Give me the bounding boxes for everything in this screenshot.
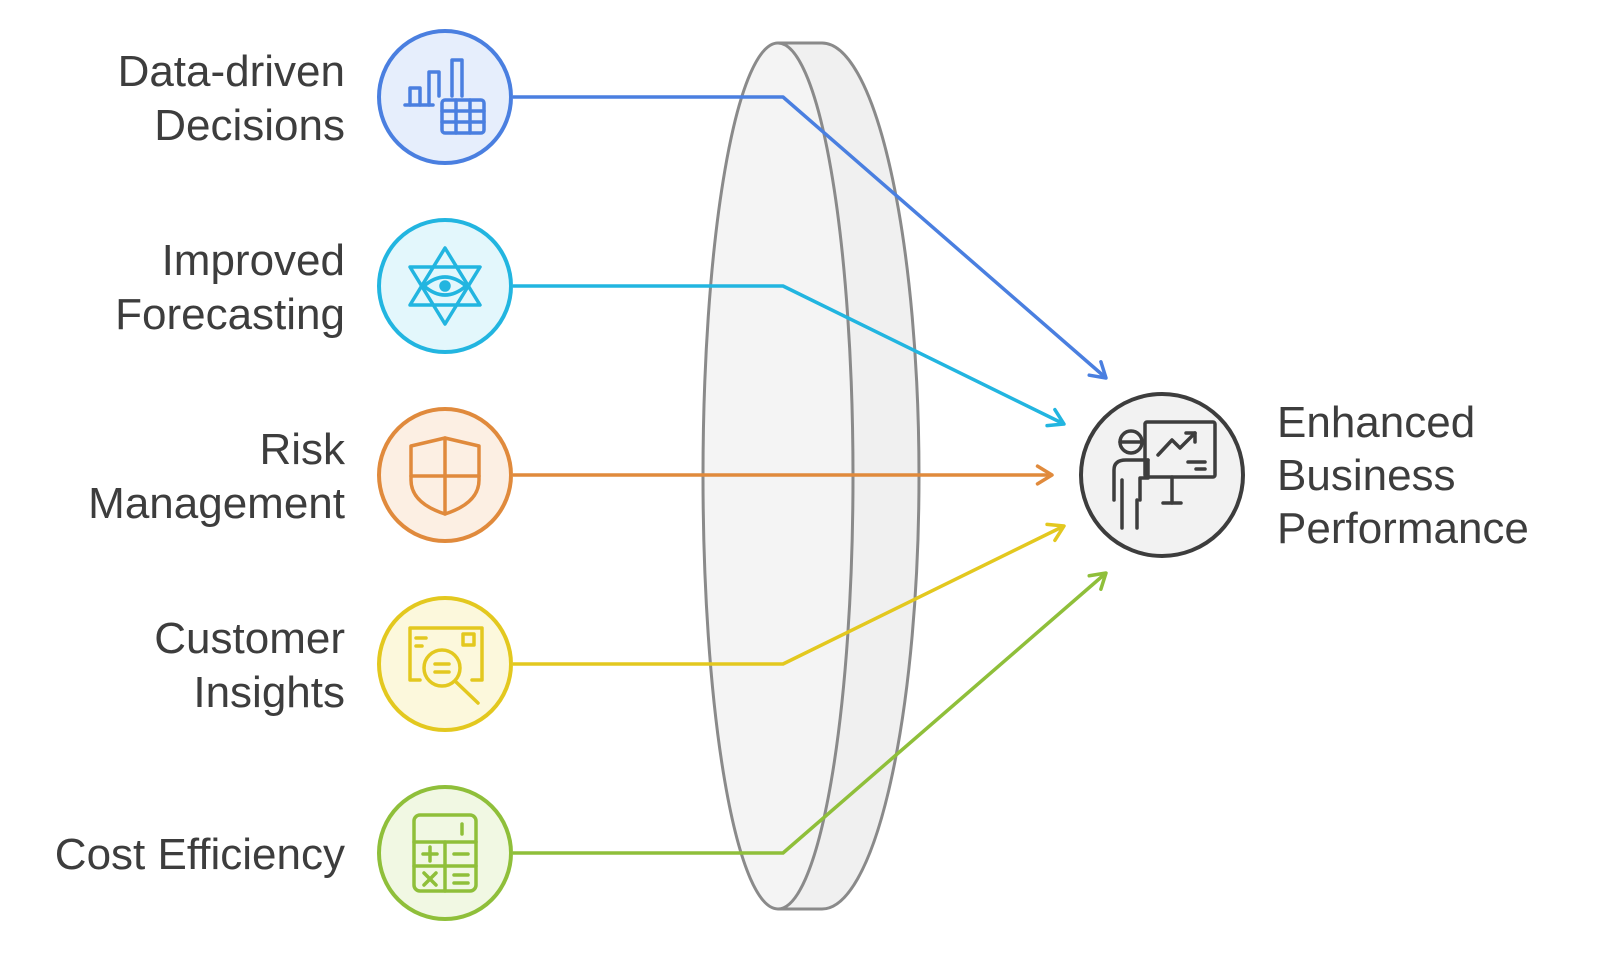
label-line: Insights	[193, 668, 345, 717]
shield-icon	[409, 436, 481, 516]
input-nodes: Data-driven Decisions Improved Forecasti…	[55, 29, 513, 921]
label-line: Risk	[259, 425, 346, 474]
chart-table-icon	[403, 58, 486, 135]
label-line: Improved	[162, 236, 345, 285]
calculator-icon	[412, 813, 478, 893]
star-eye-icon	[408, 246, 482, 326]
presenter-icon	[1112, 420, 1217, 530]
label-line: Forecasting	[115, 290, 345, 339]
label-line: Cost Efficiency	[55, 830, 345, 879]
arrowhead-cost-efficiency	[1087, 571, 1108, 591]
node-customer-insights[interactable]: Customer Insights	[154, 596, 513, 732]
label-line: Management	[88, 479, 345, 528]
label-line: Enhanced	[1277, 398, 1475, 447]
arrowhead-risk-management	[1035, 464, 1054, 486]
connectors	[513, 95, 1108, 855]
node-enhanced-business-performance[interactable]: Enhanced Business Performance	[1079, 392, 1529, 558]
node-data-driven-decisions[interactable]: Data-driven Decisions	[118, 29, 513, 165]
connector-cost-efficiency	[513, 571, 1108, 855]
connector-customer-insights	[513, 524, 1065, 666]
connector-data-driven-decisions	[513, 95, 1108, 380]
connector-improved-forecasting	[513, 284, 1065, 426]
arrowhead-improved-forecasting	[1045, 407, 1066, 428]
label-line: Performance	[1277, 504, 1529, 553]
arrowhead-data-driven-decisions	[1087, 360, 1108, 380]
label-line: Business	[1277, 451, 1456, 500]
label-line: Customer	[154, 614, 345, 663]
node-risk-management[interactable]: Risk Management	[88, 407, 513, 543]
label-line: Data-driven	[118, 47, 345, 96]
search-screen-icon	[408, 626, 484, 705]
node-cost-efficiency[interactable]: Cost Efficiency	[55, 785, 513, 921]
node-improved-forecasting[interactable]: Improved Forecasting	[115, 218, 513, 354]
arrowhead-customer-insights	[1045, 522, 1066, 543]
label-line: Decisions	[154, 101, 345, 150]
